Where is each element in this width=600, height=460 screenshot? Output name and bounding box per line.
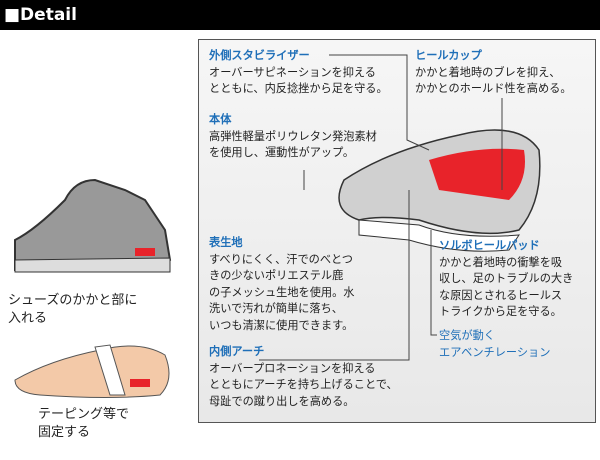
callout-sorbo-heel-pad: ソルボヒールパッドかかと着地時の衝撃を吸収し、足のトラブルの大きな原因とされるヒ…: [439, 238, 573, 321]
insole-diagram: 外側スタビライザーオーバーサピネーションを抑えるとともに、内反捻挫から足を守る。…: [198, 39, 596, 423]
caption-foot: テーピング等で固定する: [38, 406, 129, 442]
foot-illustration: [10, 335, 180, 405]
shoe-illustration: [5, 140, 175, 290]
section-header: ■Detail: [0, 0, 600, 30]
callout-heel-cup: ヒールカップかかと着地時のブレを抑え、かかとのホールド性を高める。: [415, 48, 572, 98]
callout-outer-stabilizer: 外側スタビライザーオーバーサピネーションを抑えるとともに、内反捻挫から足を守る。: [209, 48, 388, 98]
callout-inner-arch: 内側アーチオーバープロネーションを抑えるとともにアーチを持ち上げることで、母趾で…: [209, 344, 398, 410]
callout-air-ventilation: 空気が動くエアベンチレーション: [439, 328, 550, 361]
callout-surface-fabric: 表生地すべりにくく、汗でのべとつきの少ないポリエステル鹿の子メッシュ生地を使用。…: [209, 235, 354, 334]
callout-body: 本体高弾性軽量ポリウレタン発泡素材を使用し、運動性がアップ。: [209, 112, 377, 162]
caption-shoe: シューズのかかと部に入れる: [8, 292, 137, 328]
